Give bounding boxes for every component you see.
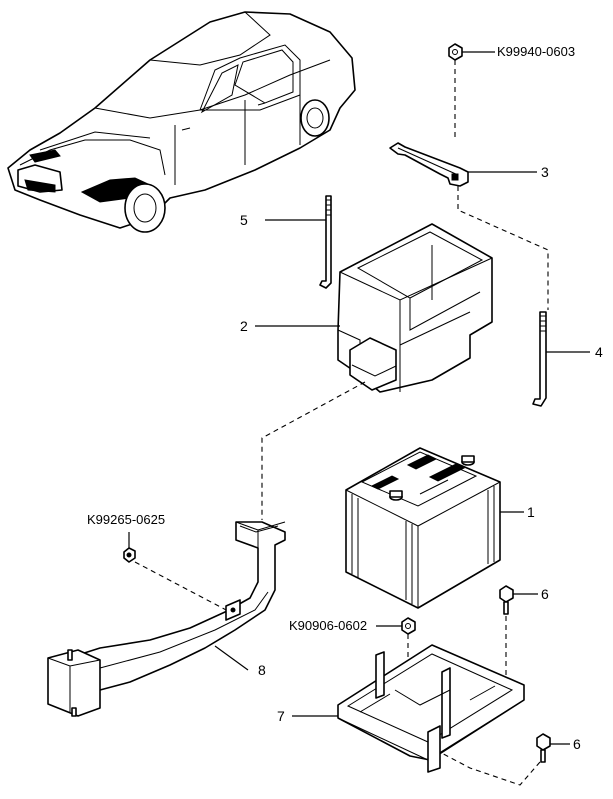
bolt-6-lower <box>536 733 570 763</box>
callout-4: 4 <box>595 344 603 360</box>
callout-5: 5 <box>240 212 248 228</box>
callout-2: 2 <box>240 318 248 334</box>
battery-tray <box>292 644 525 773</box>
nut-k90906-0602 <box>376 617 416 635</box>
air-duct <box>47 521 286 717</box>
part-number-nut-tray: K90906-0602 <box>289 618 368 633</box>
battery <box>345 447 524 609</box>
callout-7: 7 <box>277 708 285 724</box>
car-illustration <box>7 11 356 233</box>
callout-3: 3 <box>541 164 549 180</box>
nut-k99940-0603 <box>448 43 495 61</box>
callout-6-lower: 6 <box>573 736 581 752</box>
callout-1: 1 <box>527 504 535 520</box>
part-number-nut-top: K99940-0603 <box>497 44 576 59</box>
callout-6-upper: 6 <box>541 586 549 602</box>
part-number-clip-duct: K99265-0625 <box>87 512 166 527</box>
callout-8: 8 <box>258 662 266 678</box>
bolt-6-upper <box>499 585 538 615</box>
j-bolt-4 <box>532 311 590 407</box>
battery-cover <box>255 223 493 393</box>
clip-k99265-0625 <box>123 532 136 563</box>
j-bolt-5 <box>265 195 332 289</box>
hold-down-bracket <box>389 142 537 187</box>
